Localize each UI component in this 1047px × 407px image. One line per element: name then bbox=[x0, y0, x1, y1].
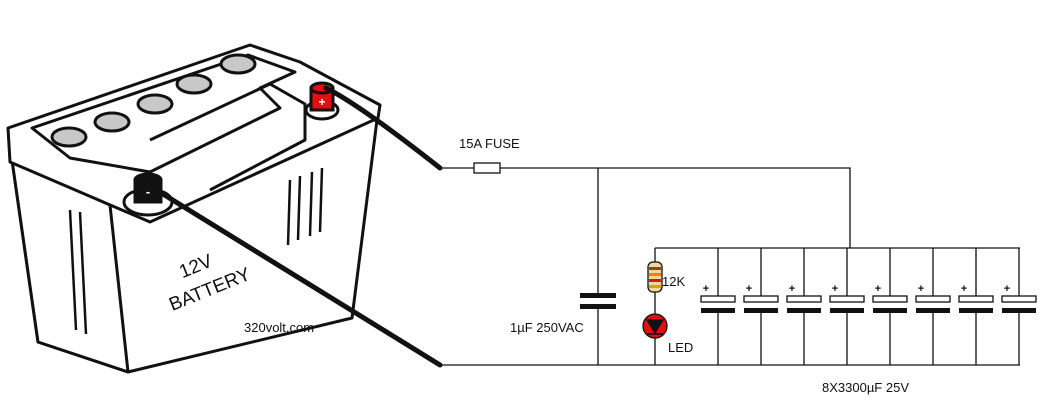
electrolytic-capacitor: + bbox=[958, 248, 994, 365]
battery-grooves bbox=[68, 167, 324, 335]
electrolytic-capacitor: + bbox=[829, 248, 865, 365]
cell-cap bbox=[175, 73, 213, 95]
cell-cap bbox=[50, 126, 88, 148]
circuit-wires bbox=[440, 167, 1020, 366]
capacitor-bank: + + + + + + + + bbox=[700, 248, 1037, 365]
positive-wire bbox=[323, 85, 443, 171]
electrolytic-capacitor: + bbox=[915, 248, 951, 365]
battery-lid-step bbox=[149, 82, 307, 192]
battery-illustration bbox=[6, 43, 382, 374]
led-label: LED bbox=[668, 340, 693, 355]
positive-symbol: + bbox=[318, 95, 325, 109]
cell-cap bbox=[136, 93, 174, 115]
electrolytic-capacitor: + bbox=[743, 248, 779, 365]
electrolytic-capacitor: + bbox=[700, 248, 736, 365]
negative-symbol: - bbox=[146, 184, 150, 199]
capacitor-bank-label: 8X3300µF 25V bbox=[822, 380, 909, 395]
electrolytic-capacitor: + bbox=[1001, 248, 1037, 365]
electrolytic-capacitor: + bbox=[872, 248, 908, 365]
filter-capacitor-label: 1µF 250VAC bbox=[510, 320, 584, 335]
polarity-symbol: + bbox=[875, 283, 881, 295]
polarity-symbol: + bbox=[789, 283, 795, 295]
resistor bbox=[647, 261, 663, 293]
resistor-label: 12K bbox=[662, 274, 685, 289]
website-label: 320volt.com bbox=[244, 320, 314, 335]
negative-wire bbox=[147, 183, 443, 368]
polarity-symbol: + bbox=[746, 283, 752, 295]
polarity-symbol: + bbox=[918, 283, 924, 295]
cell-cap bbox=[219, 53, 257, 75]
cell-cap bbox=[93, 111, 131, 133]
fuse-label: 15A FUSE bbox=[459, 136, 520, 151]
polarity-symbol: + bbox=[1004, 283, 1010, 295]
positive-terminal bbox=[304, 81, 340, 121]
polarity-symbol: + bbox=[961, 283, 967, 295]
polarity-symbol: + bbox=[703, 283, 709, 295]
cell-caps bbox=[50, 53, 257, 148]
polarity-symbol: + bbox=[832, 283, 838, 295]
led bbox=[642, 313, 668, 339]
negative-terminal bbox=[122, 172, 174, 217]
filter-capacitor bbox=[580, 293, 616, 309]
fuse bbox=[473, 162, 501, 174]
electrolytic-capacitor: + bbox=[786, 248, 822, 365]
battery-lid-ridge bbox=[30, 53, 297, 174]
